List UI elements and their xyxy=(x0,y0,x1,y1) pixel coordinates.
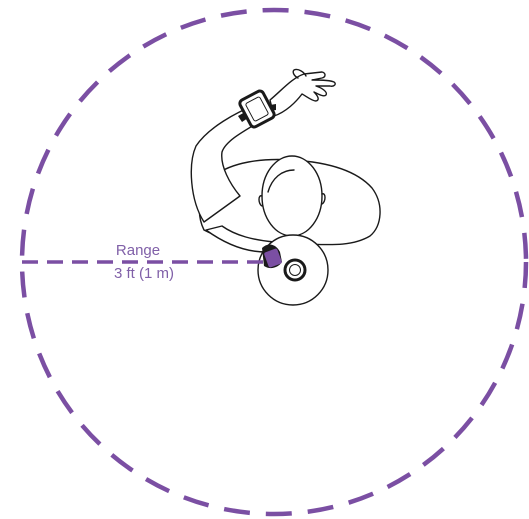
head-outline xyxy=(262,156,322,236)
person-top-view-icon xyxy=(191,69,380,252)
range-label: Range xyxy=(116,242,160,259)
range-distance-label: 3 ft (1 m) xyxy=(114,265,174,282)
hand-outline xyxy=(270,72,335,116)
